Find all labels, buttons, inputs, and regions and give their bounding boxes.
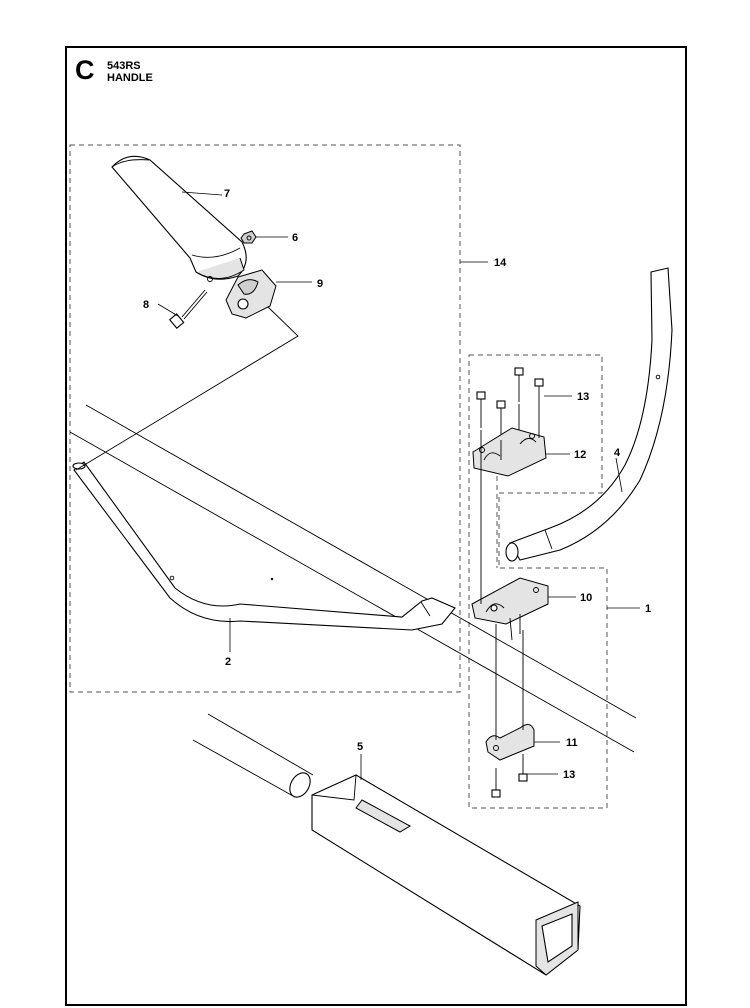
- callout-1: 1: [645, 603, 651, 615]
- shaft-line-lower: [69, 431, 635, 753]
- callout-5: 5: [357, 741, 363, 753]
- page-title: HANDLE: [107, 72, 153, 84]
- clamp-part-11: [485, 724, 535, 761]
- callout-14: 14: [494, 257, 507, 269]
- callout-8: 8: [143, 299, 149, 311]
- callout-2: 2: [225, 656, 231, 668]
- callout-13-lower: 13: [563, 769, 575, 781]
- tube-part-4: [505, 267, 673, 562]
- clamp-part-10: [471, 577, 549, 641]
- callout-12: 12: [574, 449, 586, 461]
- upper-clamp-part-12: [472, 427, 547, 477]
- screws-part-13-upper: [476, 367, 544, 436]
- screw-part-8: [168, 289, 208, 329]
- callout-4: 4: [614, 447, 621, 459]
- leader-lines: [157, 191, 640, 780]
- callout-9: 9: [317, 278, 323, 290]
- page-frame: [65, 46, 687, 1006]
- model-name: 543RS: [107, 60, 141, 72]
- callout-6: 6: [292, 232, 298, 244]
- callout-13-upper: 13: [577, 391, 589, 403]
- screws-part-13-lower: [491, 754, 528, 798]
- nut-part-6: [240, 230, 257, 244]
- callout-7: 7: [224, 188, 230, 200]
- section-letter: C: [75, 55, 95, 85]
- callout-11: 11: [566, 737, 578, 749]
- shaft-line-upper: [85, 404, 637, 719]
- clamp-part-9: [225, 269, 277, 319]
- handlebar-part-2: [72, 461, 456, 631]
- shaft-tube-part-5: [192, 713, 581, 976]
- callout-10: 10: [580, 592, 592, 604]
- grip-part-7: [111, 155, 247, 282]
